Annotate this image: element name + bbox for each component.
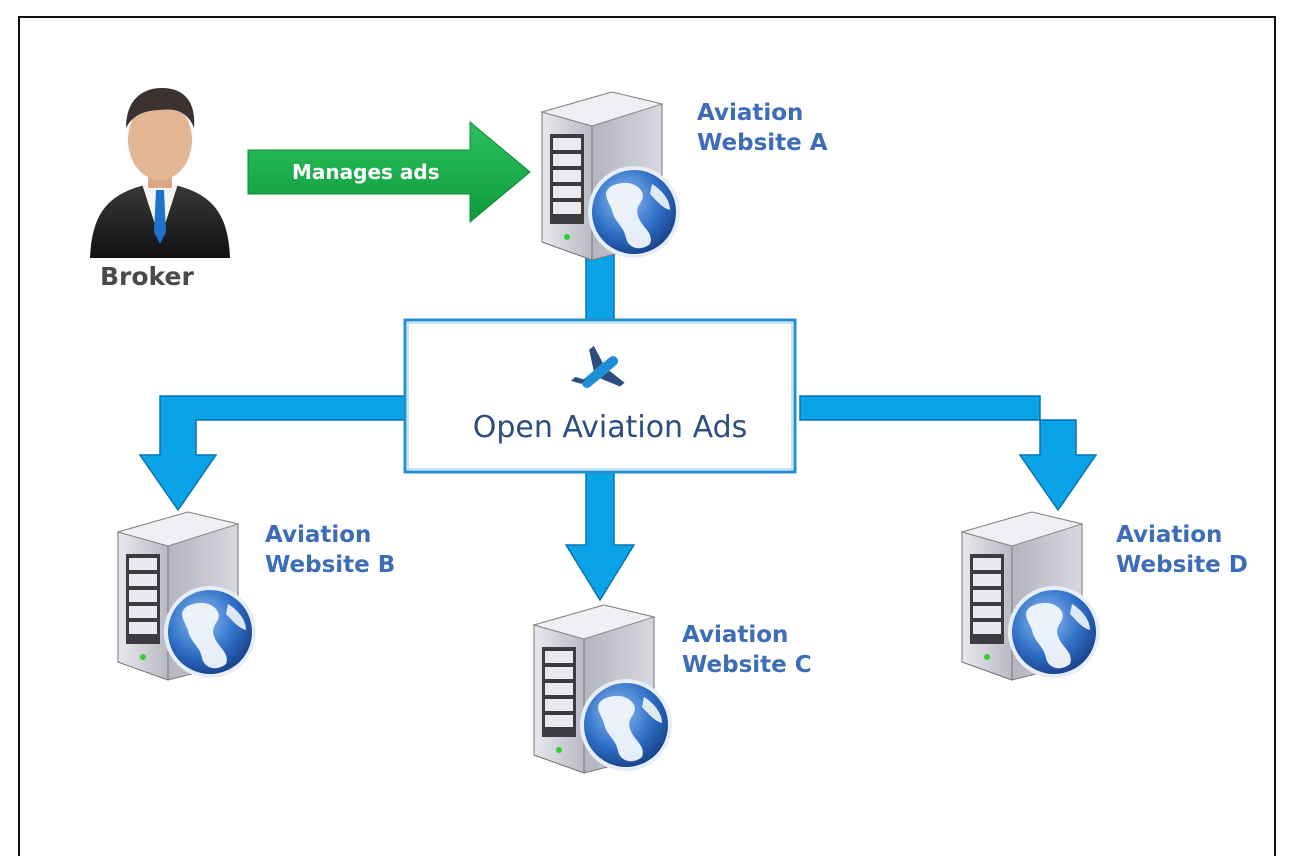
site-d-line2: Website D [1116, 552, 1248, 578]
broker-person-icon [90, 88, 230, 258]
hub-box [403, 318, 797, 474]
manages-ads-label: Manages ads [292, 160, 440, 184]
site-a-line1: Aviation [697, 100, 804, 126]
hub-title: Open Aviation Ads [472, 410, 748, 445]
site-a-line2: Website A [697, 130, 828, 156]
manages-ads-arrow [247, 120, 531, 224]
site-b-label: Aviation Website B [265, 520, 395, 580]
server-globe-icon [961, 511, 1101, 681]
site-d-line1: Aviation [1116, 522, 1223, 548]
server-globe-icon [117, 511, 257, 681]
site-c-label: Aviation Website C [682, 620, 812, 680]
site-d-label: Aviation Website D [1116, 520, 1248, 580]
site-c-line1: Aviation [682, 622, 789, 648]
site-b-line2: Website B [265, 552, 396, 578]
server-globe-icon [533, 604, 673, 774]
flow-connectors [138, 251, 1098, 602]
broker-label: Broker [100, 262, 194, 291]
airplane-logo-icon [570, 345, 625, 388]
server-globe-icon [541, 91, 681, 261]
site-b-line1: Aviation [265, 522, 372, 548]
site-a-label: Aviation Website A [697, 98, 828, 158]
site-c-line2: Website C [682, 652, 812, 678]
